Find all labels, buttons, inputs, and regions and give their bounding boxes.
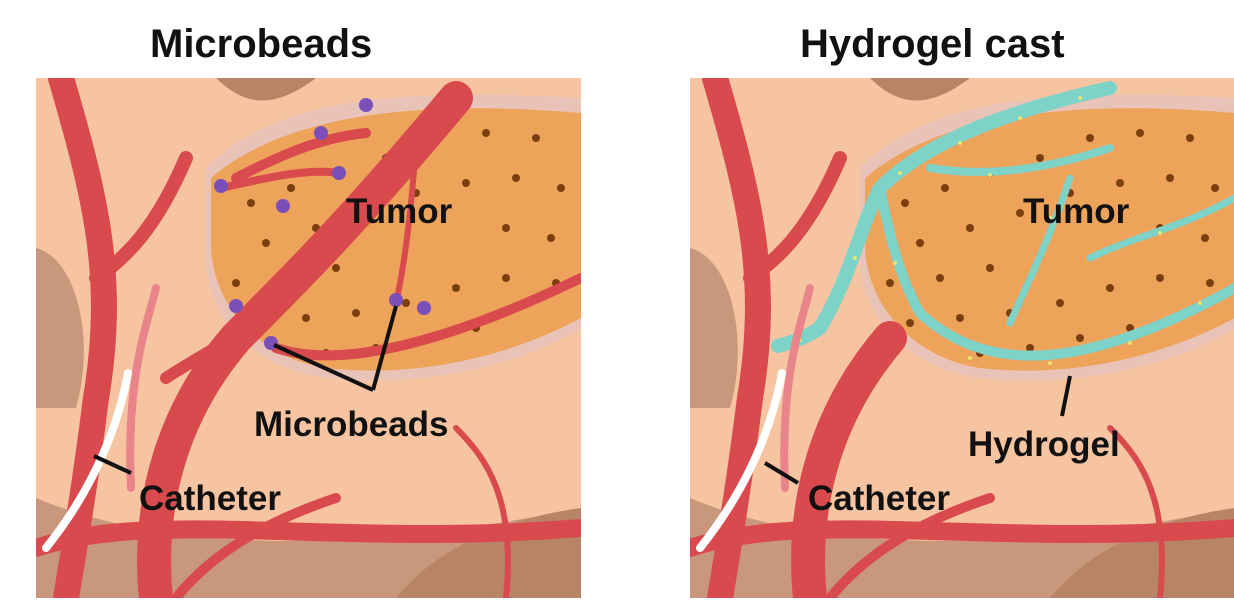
microbead [314, 126, 328, 140]
catheter-label: Catheter [808, 479, 950, 518]
tumor [206, 95, 581, 381]
microbead [332, 166, 346, 180]
microbeads-panel: Tumor Microbeads Catheter [36, 78, 581, 598]
catheter-label: Catheter [139, 479, 281, 518]
hydrogel-cast-illustration: Tumor Hydrogel Catheter [690, 78, 1234, 598]
panel-title-hydrogel-cast: Hydrogel cast [800, 22, 1065, 67]
tumor-label: Tumor [346, 192, 453, 231]
microbead [276, 199, 290, 213]
hydrogel-label: Hydrogel [968, 425, 1120, 464]
microbeads-illustration: Tumor Microbeads Catheter [36, 78, 581, 598]
microbead [214, 179, 228, 193]
microbead [417, 301, 431, 315]
panel-title-microbeads: Microbeads [150, 22, 372, 67]
hydrogel-cast-panel: Tumor Hydrogel Catheter [690, 78, 1234, 598]
microbead [389, 293, 403, 307]
microbeads-label: Microbeads [254, 405, 449, 444]
microbead [229, 299, 243, 313]
microbead [359, 98, 373, 112]
tumor-label: Tumor [1023, 192, 1130, 231]
